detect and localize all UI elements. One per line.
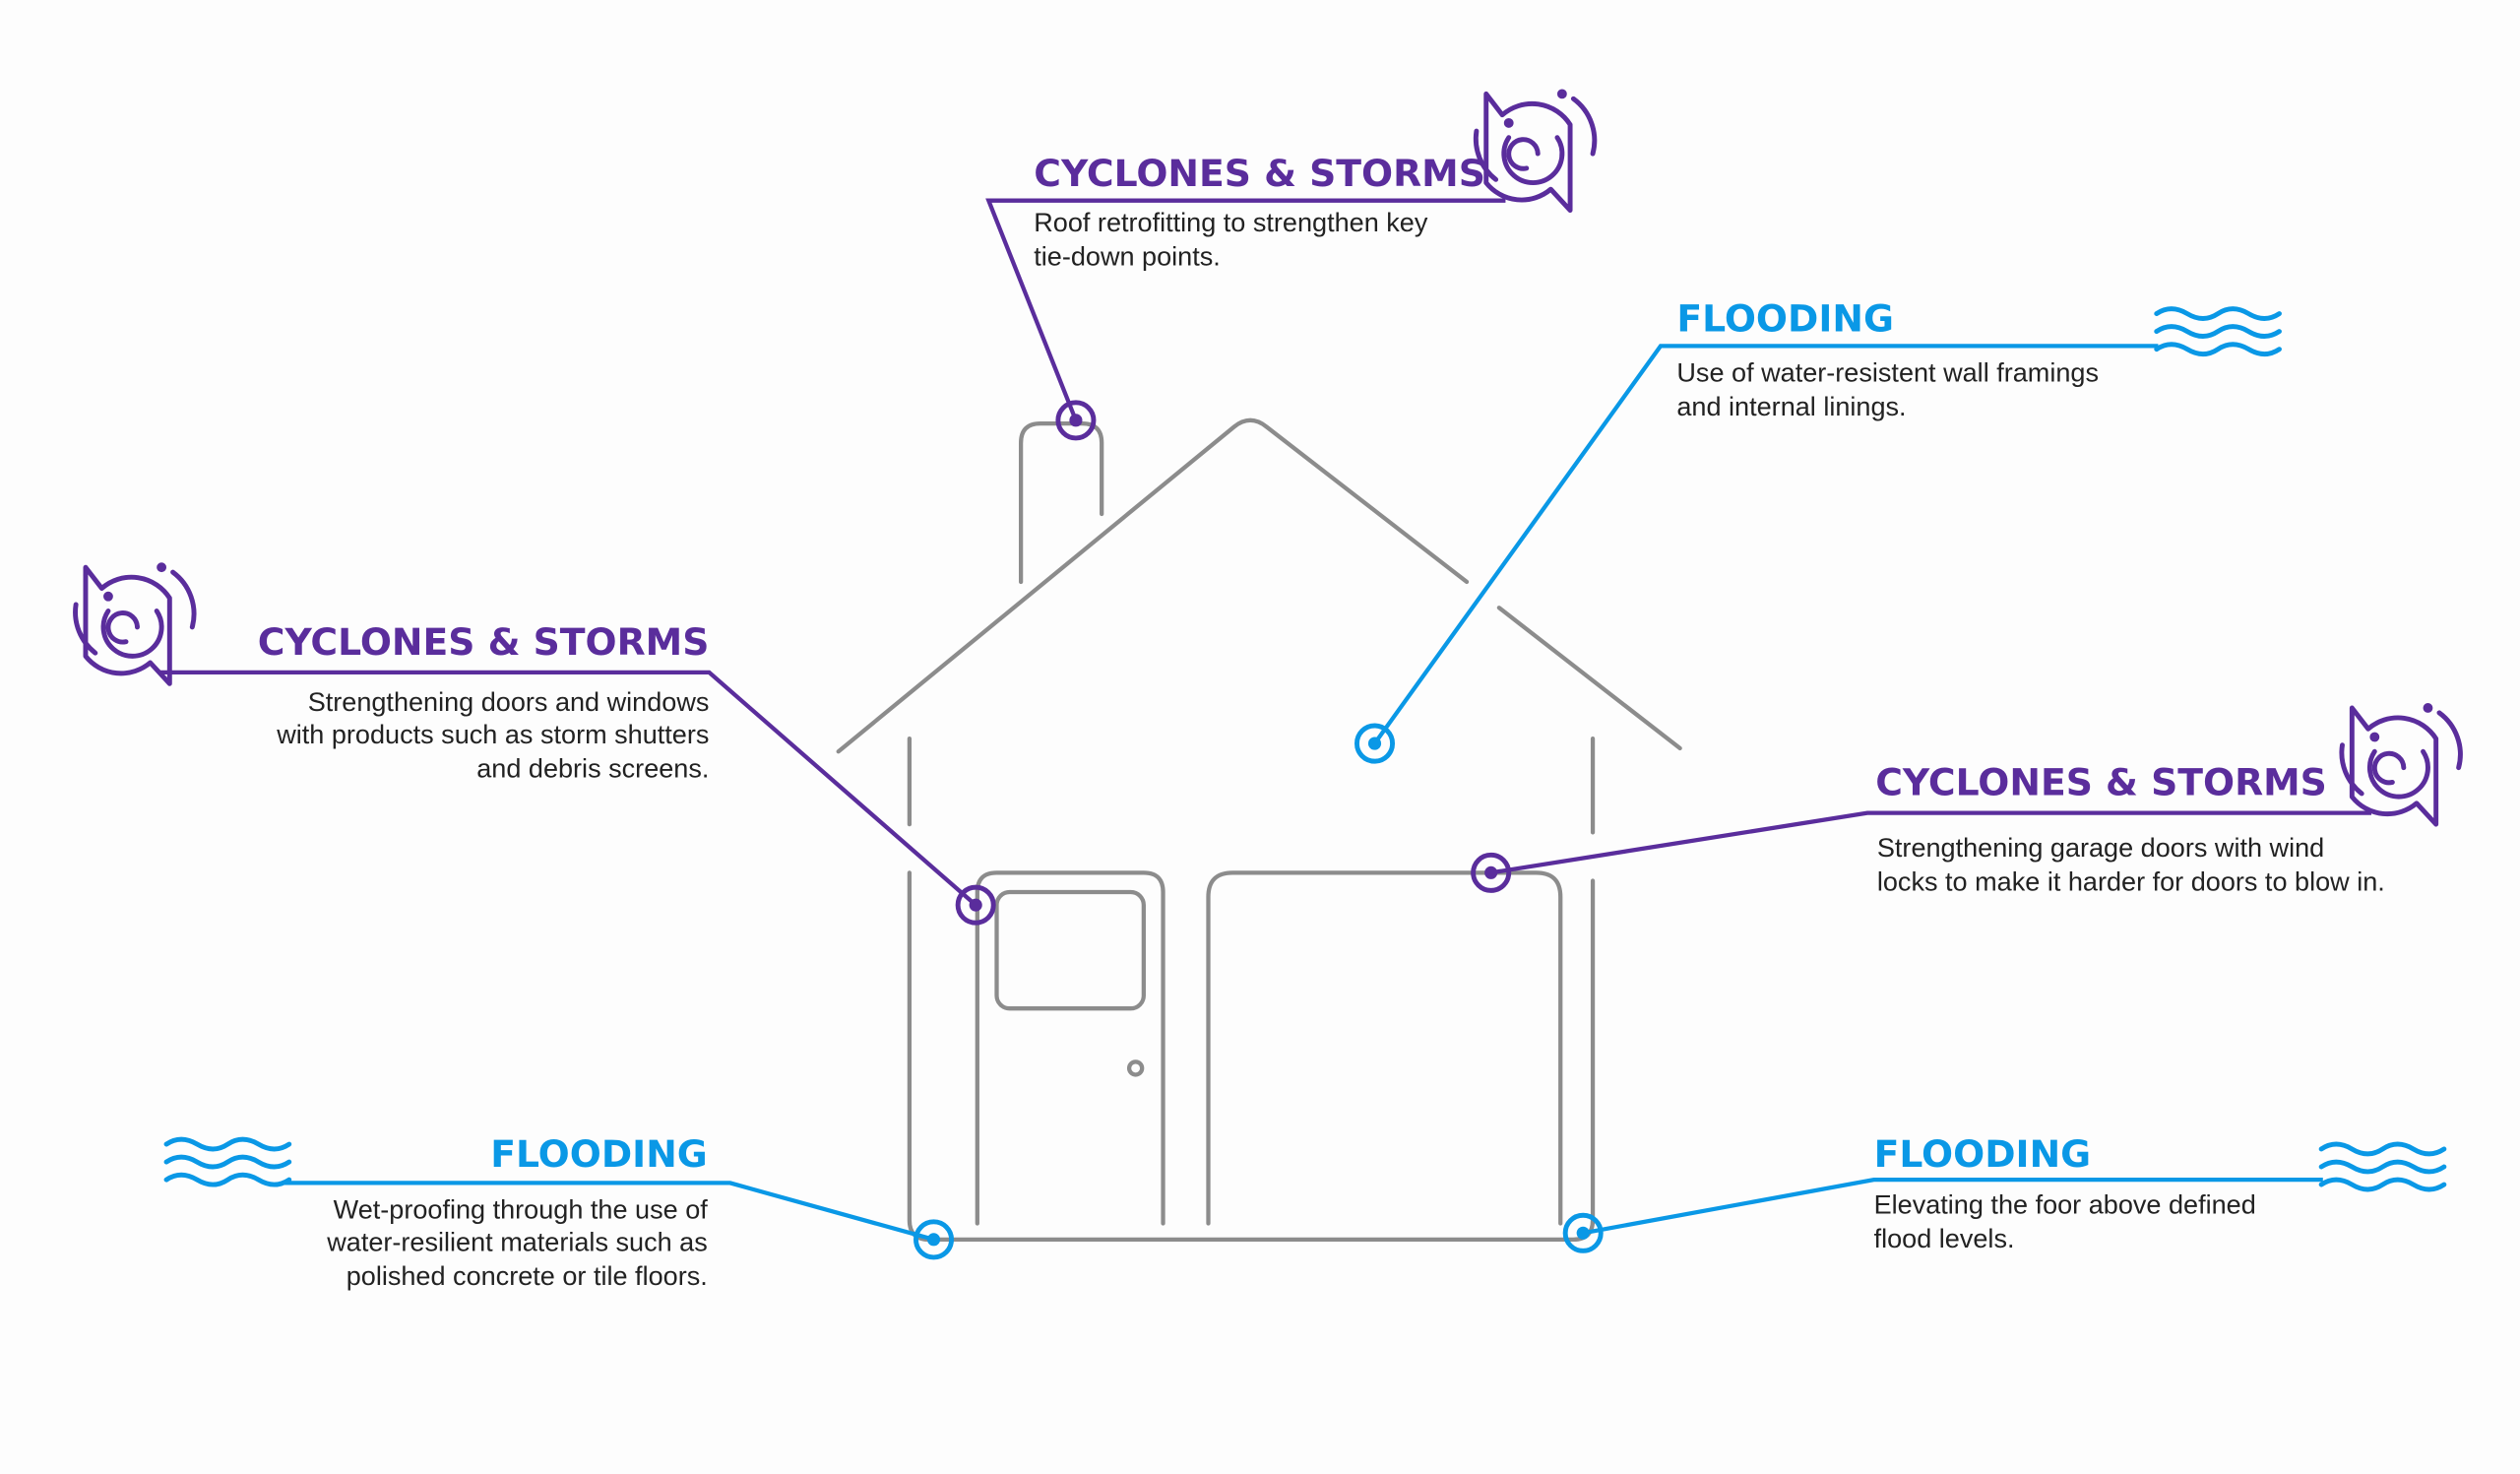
- callout-roof: CYCLONES & STORMS Roof retrofitting to s…: [985, 92, 1594, 441]
- callout-text: with products such as storm shutters: [276, 719, 709, 749]
- callout-garage: CYCLONES & STORMS Strengthening garage d…: [1471, 706, 2461, 896]
- marker[interactable]: [1562, 1212, 1604, 1253]
- cyclone-icon: [1476, 92, 1594, 211]
- marker[interactable]: [913, 1219, 955, 1260]
- callout-title: CYCLONES & STORMS: [1034, 152, 1485, 195]
- callout-title: FLOODING: [1676, 297, 1894, 341]
- callout-text: polished concrete or tile floors.: [346, 1260, 708, 1291]
- leader-line: [985, 198, 1506, 421]
- callout-title: FLOODING: [1874, 1132, 2092, 1176]
- leader-line: [1490, 810, 2372, 875]
- cyclone-icon: [2342, 706, 2460, 825]
- marker[interactable]: [1055, 400, 1097, 441]
- callout-elevate: FLOODING Elevating the foor above define…: [1562, 1132, 2444, 1253]
- callout-text: Roof retrofitting to strengthen key: [1034, 207, 1428, 237]
- callout-text: Strengthening garage doors with wind: [1877, 832, 2324, 863]
- waves-icon: [2157, 309, 2280, 354]
- callout-text: and internal linings.: [1676, 391, 1906, 421]
- callout-text: locks to make it harder for doors to blo…: [1877, 865, 2385, 896]
- callout-text: tie-down points.: [1034, 240, 1221, 271]
- marker[interactable]: [1471, 852, 1512, 893]
- callout-walls: FLOODING Use of water-resistent wall fra…: [1354, 297, 2280, 764]
- callout-title: CYCLONES & STORMS: [1875, 761, 2327, 804]
- callout-text: flood levels.: [1874, 1223, 2015, 1253]
- callout-text: Elevating the foor above defined: [1874, 1189, 2256, 1220]
- leader-line: [158, 670, 977, 907]
- callout-doors: CYCLONES & STORMS Strengthening doors an…: [76, 565, 996, 926]
- marker[interactable]: [1354, 723, 1396, 764]
- cyclone-icon: [76, 565, 194, 684]
- callout-title: FLOODING: [490, 1132, 708, 1176]
- callout-title: CYCLONES & STORMS: [258, 620, 710, 664]
- callout-text: Use of water-resistent wall framings: [1676, 356, 2099, 387]
- house-outline: [836, 417, 1682, 1242]
- marker[interactable]: [955, 884, 996, 926]
- leader-line: [1582, 1178, 2323, 1236]
- callout-text: Strengthening doors and windows: [308, 686, 710, 717]
- callout-text: and debris screens.: [476, 753, 709, 784]
- callout-text: water-resilient materials such as: [326, 1226, 708, 1256]
- callout-text: Wet-proofing through the use of: [334, 1194, 709, 1225]
- waves-icon: [2321, 1144, 2444, 1189]
- waves-icon: [166, 1139, 289, 1185]
- callout-floors: FLOODING Wet-proofing through the use of…: [166, 1132, 955, 1291]
- leader-line: [1372, 344, 2159, 745]
- leader-line: [284, 1181, 935, 1242]
